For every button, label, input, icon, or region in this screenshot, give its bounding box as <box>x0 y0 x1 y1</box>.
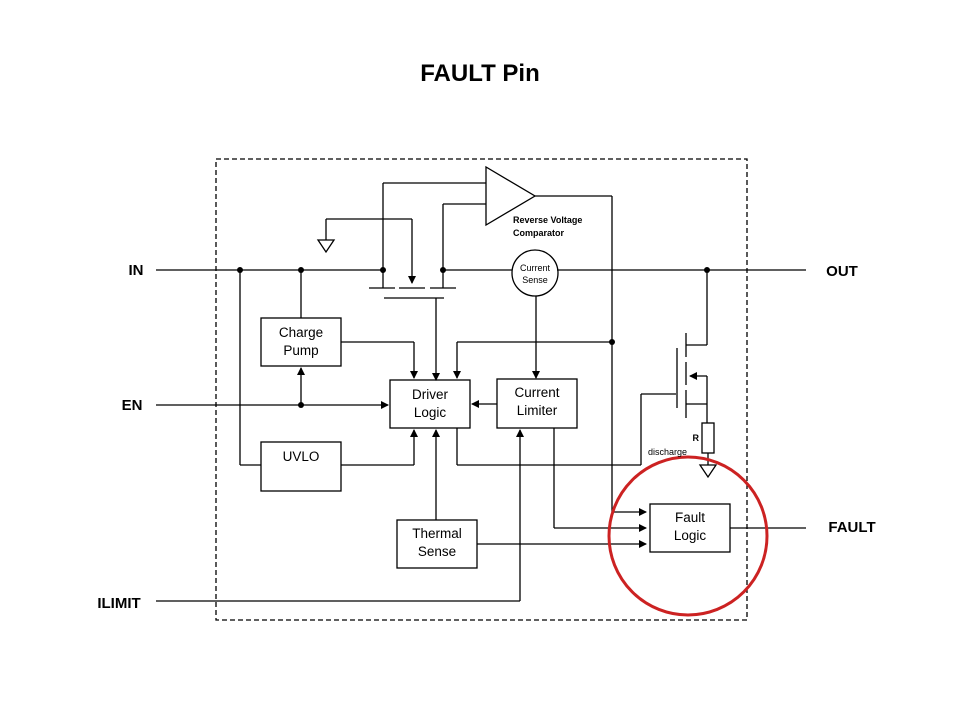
thermal-sense-label-1: Thermal <box>412 526 462 541</box>
comparator-label-1: Reverse Voltage <box>513 215 582 225</box>
thermal-sense-label-2: Sense <box>418 544 456 559</box>
r-discharge-label-2: discharge <box>648 447 687 457</box>
current-sense-label-2: Sense <box>522 275 548 285</box>
pin-out-label: OUT <box>826 263 858 280</box>
current-sense-label-1: Current <box>520 263 551 273</box>
pin-en-label: EN <box>122 397 143 414</box>
r-discharge-label-1: R <box>693 433 700 443</box>
page-title: FAULT Pin <box>420 60 540 87</box>
ic-boundary <box>215 158 748 621</box>
pin-ilimit-label: ILIMIT <box>97 595 140 612</box>
pin-in-label: IN <box>129 262 144 279</box>
comparator-symbol <box>485 165 537 227</box>
driver-logic-label-2: Logic <box>414 405 447 420</box>
fault-logic-label-1: Fault <box>675 510 705 525</box>
pin-fault-label: FAULT <box>828 519 875 536</box>
current-limiter-label-2: Limiter <box>517 403 558 418</box>
current-sense-symbol <box>511 249 559 297</box>
charge-pump-label-2: Pump <box>283 343 318 358</box>
current-limiter-label-1: Current <box>514 385 559 400</box>
fault-logic-label-2: Logic <box>674 528 707 543</box>
charge-pump-label-1: Charge <box>279 325 323 340</box>
fault-highlight-circle <box>607 455 769 617</box>
driver-logic-label-1: Driver <box>412 387 449 402</box>
r-discharge-resistor <box>701 422 715 454</box>
uvlo-label: UVLO <box>283 449 320 464</box>
comparator-label-2: Comparator <box>513 228 565 238</box>
